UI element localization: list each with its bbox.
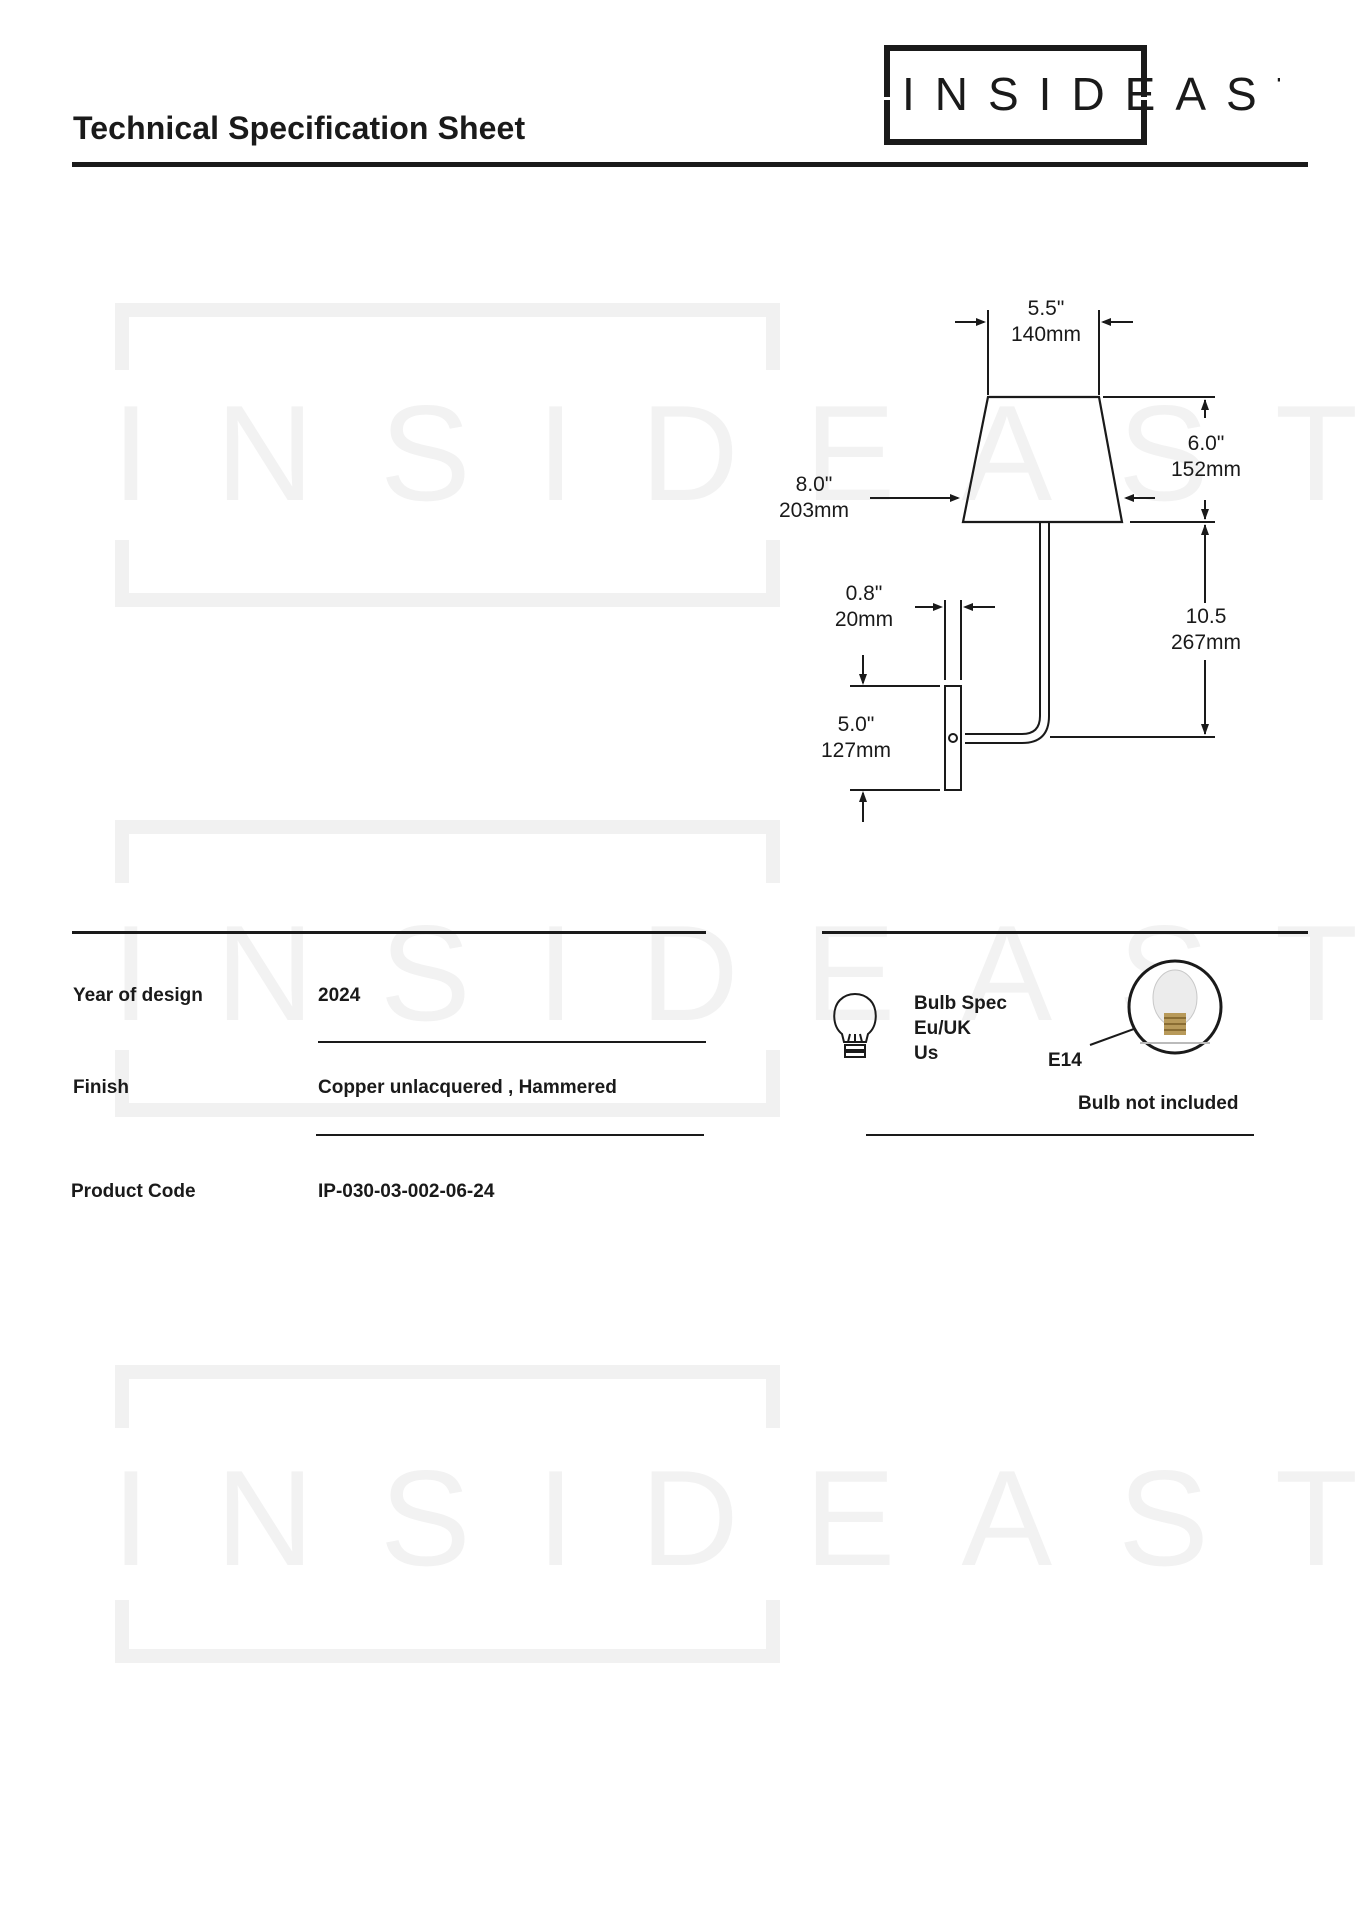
- spec-row-divider: [318, 1041, 706, 1043]
- spec-label-year: Year of design: [73, 985, 203, 1006]
- spec-value-finish: Copper unlacquered , Hammered: [318, 1077, 617, 1098]
- dim-shade-top-in: 5.5": [1027, 297, 1065, 320]
- bulb-note: Bulb not included: [1078, 1093, 1239, 1114]
- dim-shade-bottom: 8.0" 203mm: [768, 472, 860, 524]
- bulb-bottom-rule: [866, 1134, 1254, 1136]
- dim-shade-height-in: 6.0": [1187, 432, 1225, 455]
- dim-arm-height-mm: 267mm: [1170, 631, 1242, 654]
- bulb-spec-heading: Bulb Spec: [914, 993, 1007, 1014]
- bulb-photo-icon: [1089, 959, 1223, 1055]
- dim-plate-height: 5.0" 127mm: [810, 712, 902, 764]
- dim-plate-depth-mm: 20mm: [834, 608, 894, 631]
- bulb-region-eu-uk: Eu/UK: [914, 1018, 971, 1039]
- dim-arm-height-in: 10.5: [1185, 605, 1227, 628]
- dim-shade-bottom-mm: 203mm: [778, 499, 850, 522]
- dim-shade-top: 5.5" 140mm: [1000, 296, 1092, 348]
- dim-shade-top-mm: 140mm: [1010, 323, 1082, 346]
- dim-arm-height: 10.5 267mm: [1160, 604, 1252, 656]
- dim-plate-height-mm: 127mm: [820, 739, 892, 762]
- page-title: Technical Specification Sheet: [73, 110, 526, 146]
- bulb-top-rule: [822, 931, 1308, 934]
- spec-label-finish: Finish: [73, 1077, 129, 1098]
- logo-text: INSIDEAST: [902, 68, 1280, 120]
- bulb-spec-block: Bulb Spec Eu/UK Us: [914, 991, 1007, 1066]
- dim-shade-height: 6.0" 152mm: [1160, 431, 1252, 483]
- dim-plate-height-in: 5.0": [837, 713, 875, 736]
- bulb-outline-icon: [833, 993, 877, 1058]
- header-divider: [72, 162, 1308, 167]
- dim-plate-depth-in: 0.8": [845, 582, 883, 605]
- svg-text:INSIDEAST: INSIDEAST: [112, 1442, 1357, 1594]
- spec-top-rule: [72, 931, 706, 934]
- bulb-socket: E14: [1048, 1050, 1082, 1071]
- brand-logo: INSIDEAST: [884, 45, 1280, 145]
- dim-plate-depth: 0.8" 20mm: [818, 581, 910, 633]
- svg-text:INSIDEAST: INSIDEAST: [112, 377, 1357, 529]
- spec-value-year: 2024: [318, 985, 361, 1006]
- spec-value-product-code: IP-030-03-002-06-24: [318, 1181, 495, 1202]
- lamp-drawing: [850, 310, 1215, 822]
- dim-shade-height-mm: 152mm: [1170, 458, 1242, 481]
- bulb-region-us: Us: [914, 1043, 939, 1064]
- spec-row-divider: [316, 1134, 704, 1136]
- spec-label-product-code: Product Code: [71, 1181, 196, 1202]
- dim-shade-bottom-in: 8.0": [795, 473, 833, 496]
